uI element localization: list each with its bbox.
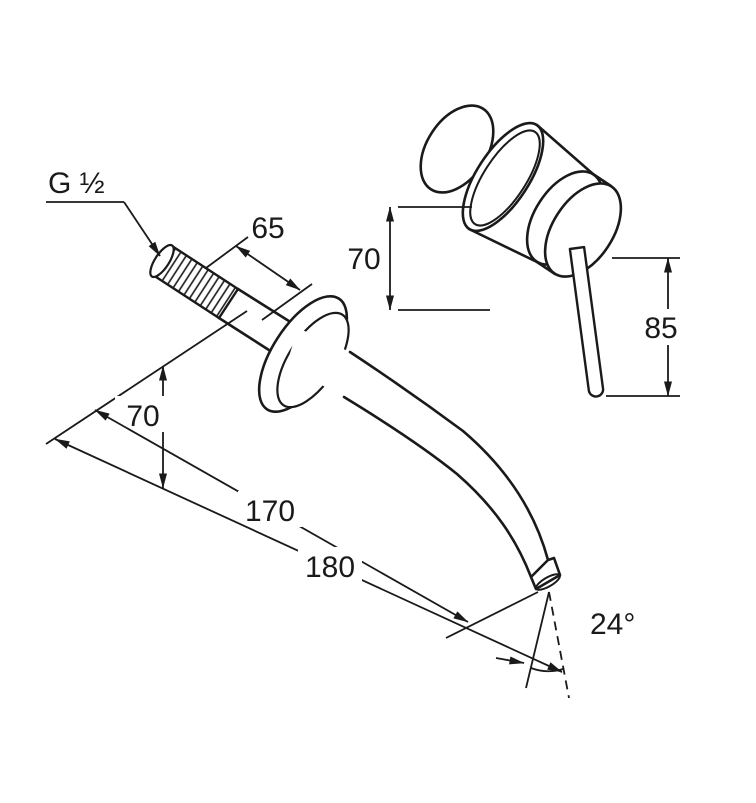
thread-leader-line	[123, 201, 161, 257]
ext-line	[445, 591, 539, 639]
thread-end-face	[149, 243, 175, 279]
spout-unit	[149, 243, 562, 591]
dim-85-label: 85	[644, 312, 677, 345]
dimension-180: 180	[54, 438, 563, 673]
dim-70-spout-label: 70	[126, 400, 159, 433]
dim-line-65	[235, 245, 301, 291]
angle-leg-line	[525, 591, 550, 689]
angle-arc	[530, 667, 564, 673]
ext-line	[261, 283, 313, 321]
label-backing	[298, 547, 362, 583]
handle-knob-side-bottom-edge	[535, 260, 557, 276]
dimensions: G ½ 65 70 170 180	[45, 167, 689, 699]
dimension-70-handle: 70	[347, 206, 490, 311]
ext-line	[45, 310, 248, 445]
handle-lever	[568, 245, 605, 398]
dimension-65: 65	[205, 212, 313, 321]
dim-170-label: 170	[245, 495, 295, 528]
handle-unit	[419, 104, 623, 398]
ext-line	[205, 236, 249, 269]
dimension-70-spout: 70	[45, 310, 248, 489]
angle-24-label: 24°	[590, 608, 635, 641]
angle-pointer-arrow	[495, 656, 525, 665]
dimension-thread-size: G ½	[46, 167, 161, 257]
thread-size-label: G ½	[48, 167, 105, 200]
handle-body-cone-top-edge	[535, 123, 595, 176]
pipe-top-edge	[236, 287, 294, 325]
dim-70-handle-label: 70	[347, 243, 380, 276]
angle-reference-dashed-line	[548, 591, 570, 699]
dim-65-label: 65	[251, 212, 284, 245]
pipe-bottom-edge	[217, 316, 274, 354]
spout-silhouette	[286, 328, 560, 589]
dim-180-label: 180	[305, 551, 355, 584]
label-backing	[633, 309, 689, 345]
handle-escutcheon-inner	[469, 129, 541, 227]
handle-knob-side-top-edge	[591, 172, 613, 188]
dimension-85: 85	[606, 257, 689, 397]
handle-body-cone-bottom-edge	[467, 227, 539, 264]
dimension-angle-24: 24°	[495, 591, 635, 699]
